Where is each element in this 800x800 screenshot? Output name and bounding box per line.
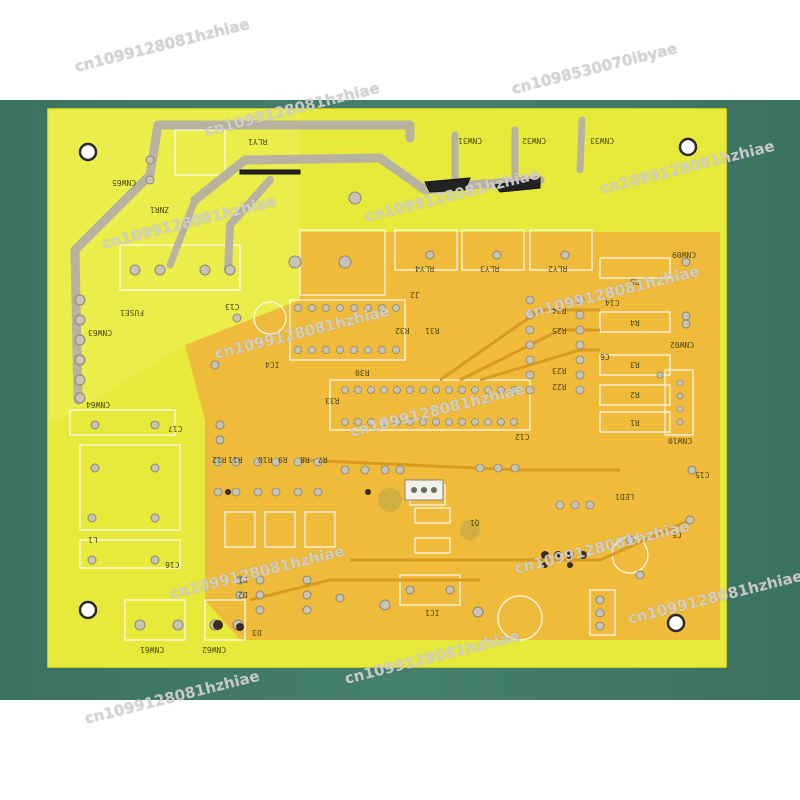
label-cnw31: CNW31 <box>458 136 483 145</box>
label-rly3: RLY3 <box>480 264 500 273</box>
label-r31: R31 <box>425 326 440 335</box>
label-r2: R2 <box>630 390 640 399</box>
label-ic1: IC1 <box>425 608 440 617</box>
label-cnw61: CNW61 <box>140 645 165 654</box>
label-cnw64: CNW64 <box>86 400 111 409</box>
label-d2: D2 <box>238 590 248 599</box>
label-r3: R3 <box>630 360 640 369</box>
label-cnw33: CNW33 <box>590 136 615 145</box>
label-r32: R32 <box>395 326 410 335</box>
label-cnw62: CNW62 <box>202 645 227 654</box>
label-r1: R1 <box>630 418 640 427</box>
label-r4: R4 <box>630 318 640 327</box>
label-fuse1: FUSE1 <box>120 308 145 317</box>
label-c15: C15 <box>695 470 710 479</box>
label-r25: R25 <box>552 326 567 335</box>
label-q1: Q1 <box>470 518 480 527</box>
label-r23: R23 <box>552 366 567 375</box>
label-j2: J2 <box>410 290 420 299</box>
label-r9: R9 <box>278 455 288 464</box>
label-r7: R7 <box>318 455 328 464</box>
label-c16: C16 <box>165 560 180 569</box>
label-cnw32: CNW32 <box>522 136 547 145</box>
label-c17: C17 <box>168 424 183 433</box>
label-r33: R33 <box>325 396 340 405</box>
label-d3: D3 <box>252 628 262 637</box>
label-c13: C13 <box>225 302 240 311</box>
label-r30: R30 <box>355 368 370 377</box>
label-c6: C6 <box>600 352 610 361</box>
label-l1: L1 <box>88 535 98 544</box>
label-c12: C12 <box>515 432 530 441</box>
label-cnw09: CNW09 <box>672 250 697 259</box>
label-r11: R11 <box>228 455 243 464</box>
label-ic4: IC4 <box>265 360 280 369</box>
label-znr1: ZNR1 <box>150 205 170 214</box>
label-rly4: RLY4 <box>415 264 435 273</box>
label-rly2: RLY2 <box>548 264 568 273</box>
label-cnw63: CNW63 <box>88 328 113 337</box>
label-r8: R8 <box>300 455 310 464</box>
label-r10: R10 <box>258 455 273 464</box>
label-led1: LED1 <box>615 492 635 501</box>
label-cnw10: CNW10 <box>668 436 693 445</box>
label-r12: R12 <box>212 455 227 464</box>
label-cnw65: CNW65 <box>112 178 137 187</box>
label-rly1: RLY1 <box>248 137 268 146</box>
label-r22: R22 <box>552 382 567 391</box>
label-cnw02: CNW02 <box>670 340 695 349</box>
